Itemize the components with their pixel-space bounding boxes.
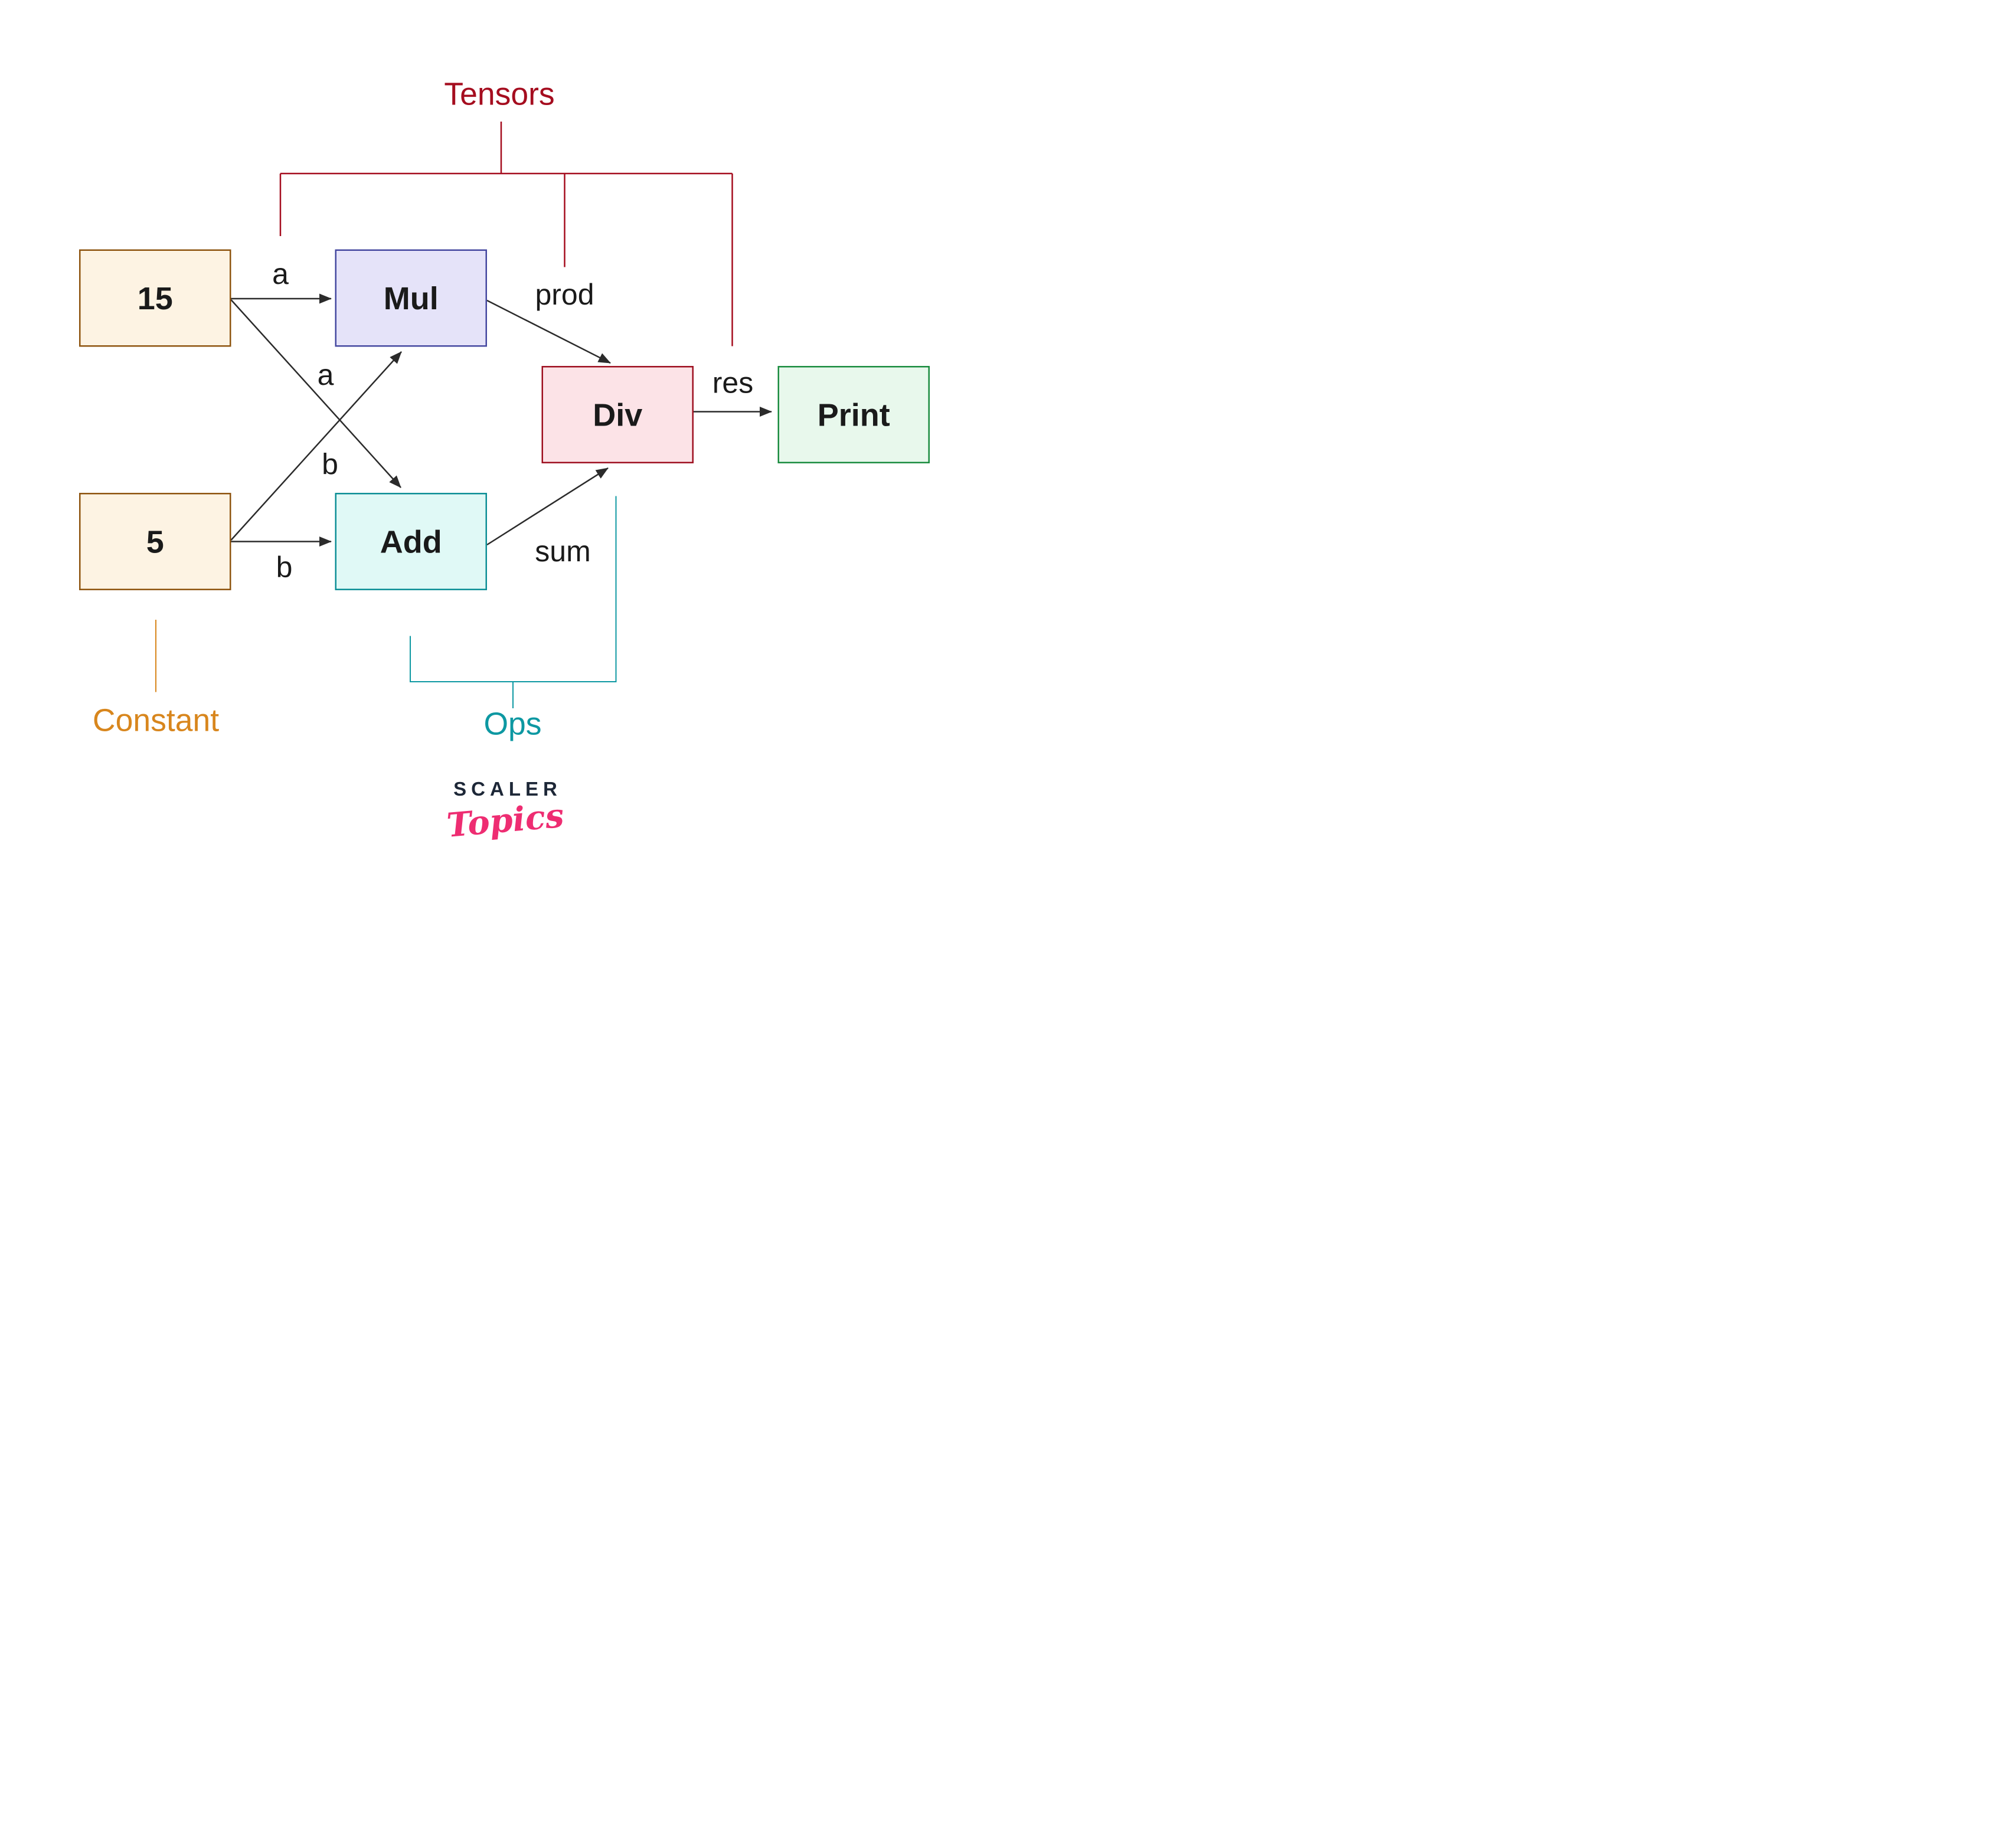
node-label: 15 xyxy=(137,280,173,316)
edge-label-prod: prod xyxy=(535,277,594,311)
diagram-lines-layer xyxy=(155,122,772,708)
tensorflow-graph-diagram: Tensors 15 5 Mul Add Div Print a b a b p… xyxy=(0,0,1004,924)
edge-add-to-div xyxy=(486,467,609,546)
node-add: Add xyxy=(335,493,487,590)
node-constant-5: 5 xyxy=(79,493,231,590)
logo-topics-text: Topics xyxy=(445,796,566,845)
scaler-topics-logo: SCALER Topics xyxy=(445,777,566,845)
ops-bracket xyxy=(410,496,617,708)
node-label: 5 xyxy=(146,524,164,560)
edge-label-b-cross: b xyxy=(322,447,338,481)
node-label: Add xyxy=(380,524,442,560)
logo-scaler-text: SCALER xyxy=(453,777,562,800)
node-mul: Mul xyxy=(335,249,487,347)
tensors-bracket xyxy=(279,122,733,346)
group-label-tensors: Tensors xyxy=(444,76,555,112)
node-label: Mul xyxy=(383,280,439,316)
edge-label-a-cross: a xyxy=(317,358,334,391)
node-label: Div xyxy=(593,397,643,433)
edge-label-sum: sum xyxy=(535,534,591,568)
node-div: Div xyxy=(541,366,694,463)
edge-label-res: res xyxy=(712,366,754,400)
group-label-constant: Constant xyxy=(92,702,220,738)
edge-label-a-top: a xyxy=(272,257,289,290)
node-label: Print xyxy=(817,397,890,433)
edge-5-to-mul xyxy=(230,351,402,541)
node-constant-15: 15 xyxy=(79,249,231,347)
edge-15-to-add xyxy=(230,299,401,488)
edge-mul-to-div xyxy=(486,299,611,364)
edge-label-b-bottom: b xyxy=(276,550,293,584)
node-print: Print xyxy=(777,366,930,463)
group-label-ops: Ops xyxy=(483,706,542,741)
